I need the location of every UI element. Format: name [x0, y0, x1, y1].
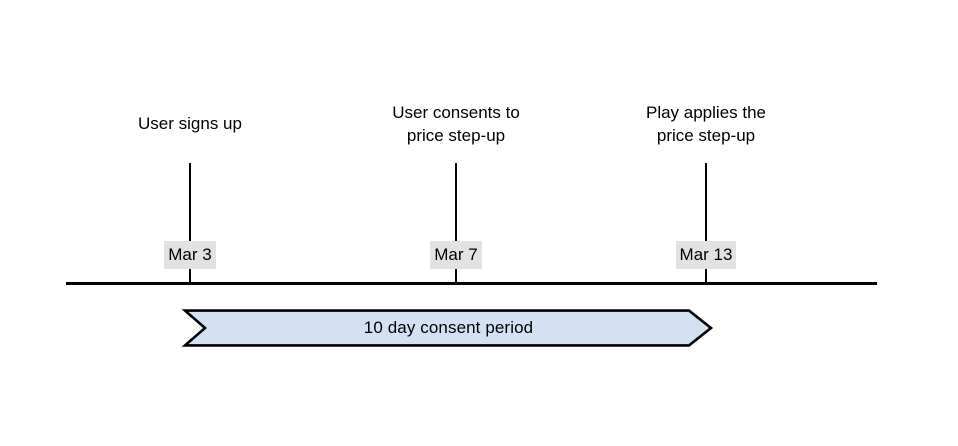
event-caption: User consents to price step-up	[392, 103, 520, 145]
timeline-axis	[66, 282, 877, 285]
event-date-container: Mar 7	[356, 241, 556, 269]
consent-period-banner: 10 day consent period	[181, 309, 714, 347]
event-tick-mark	[189, 163, 191, 284]
event-caption: Play applies the price step-up	[645, 103, 767, 145]
event-caption: User signs up	[138, 114, 242, 133]
event-date-label: Mar 7	[430, 241, 482, 269]
chevron-arrow-icon	[181, 309, 714, 347]
event-date-container: Mar 13	[606, 241, 806, 269]
event-tick-mark	[705, 163, 707, 284]
event-date-container: Mar 3	[90, 241, 290, 269]
event-tick-mark	[455, 163, 457, 284]
event-date-label: Mar 3	[164, 241, 216, 269]
event-date-label: Mar 13	[675, 241, 737, 269]
